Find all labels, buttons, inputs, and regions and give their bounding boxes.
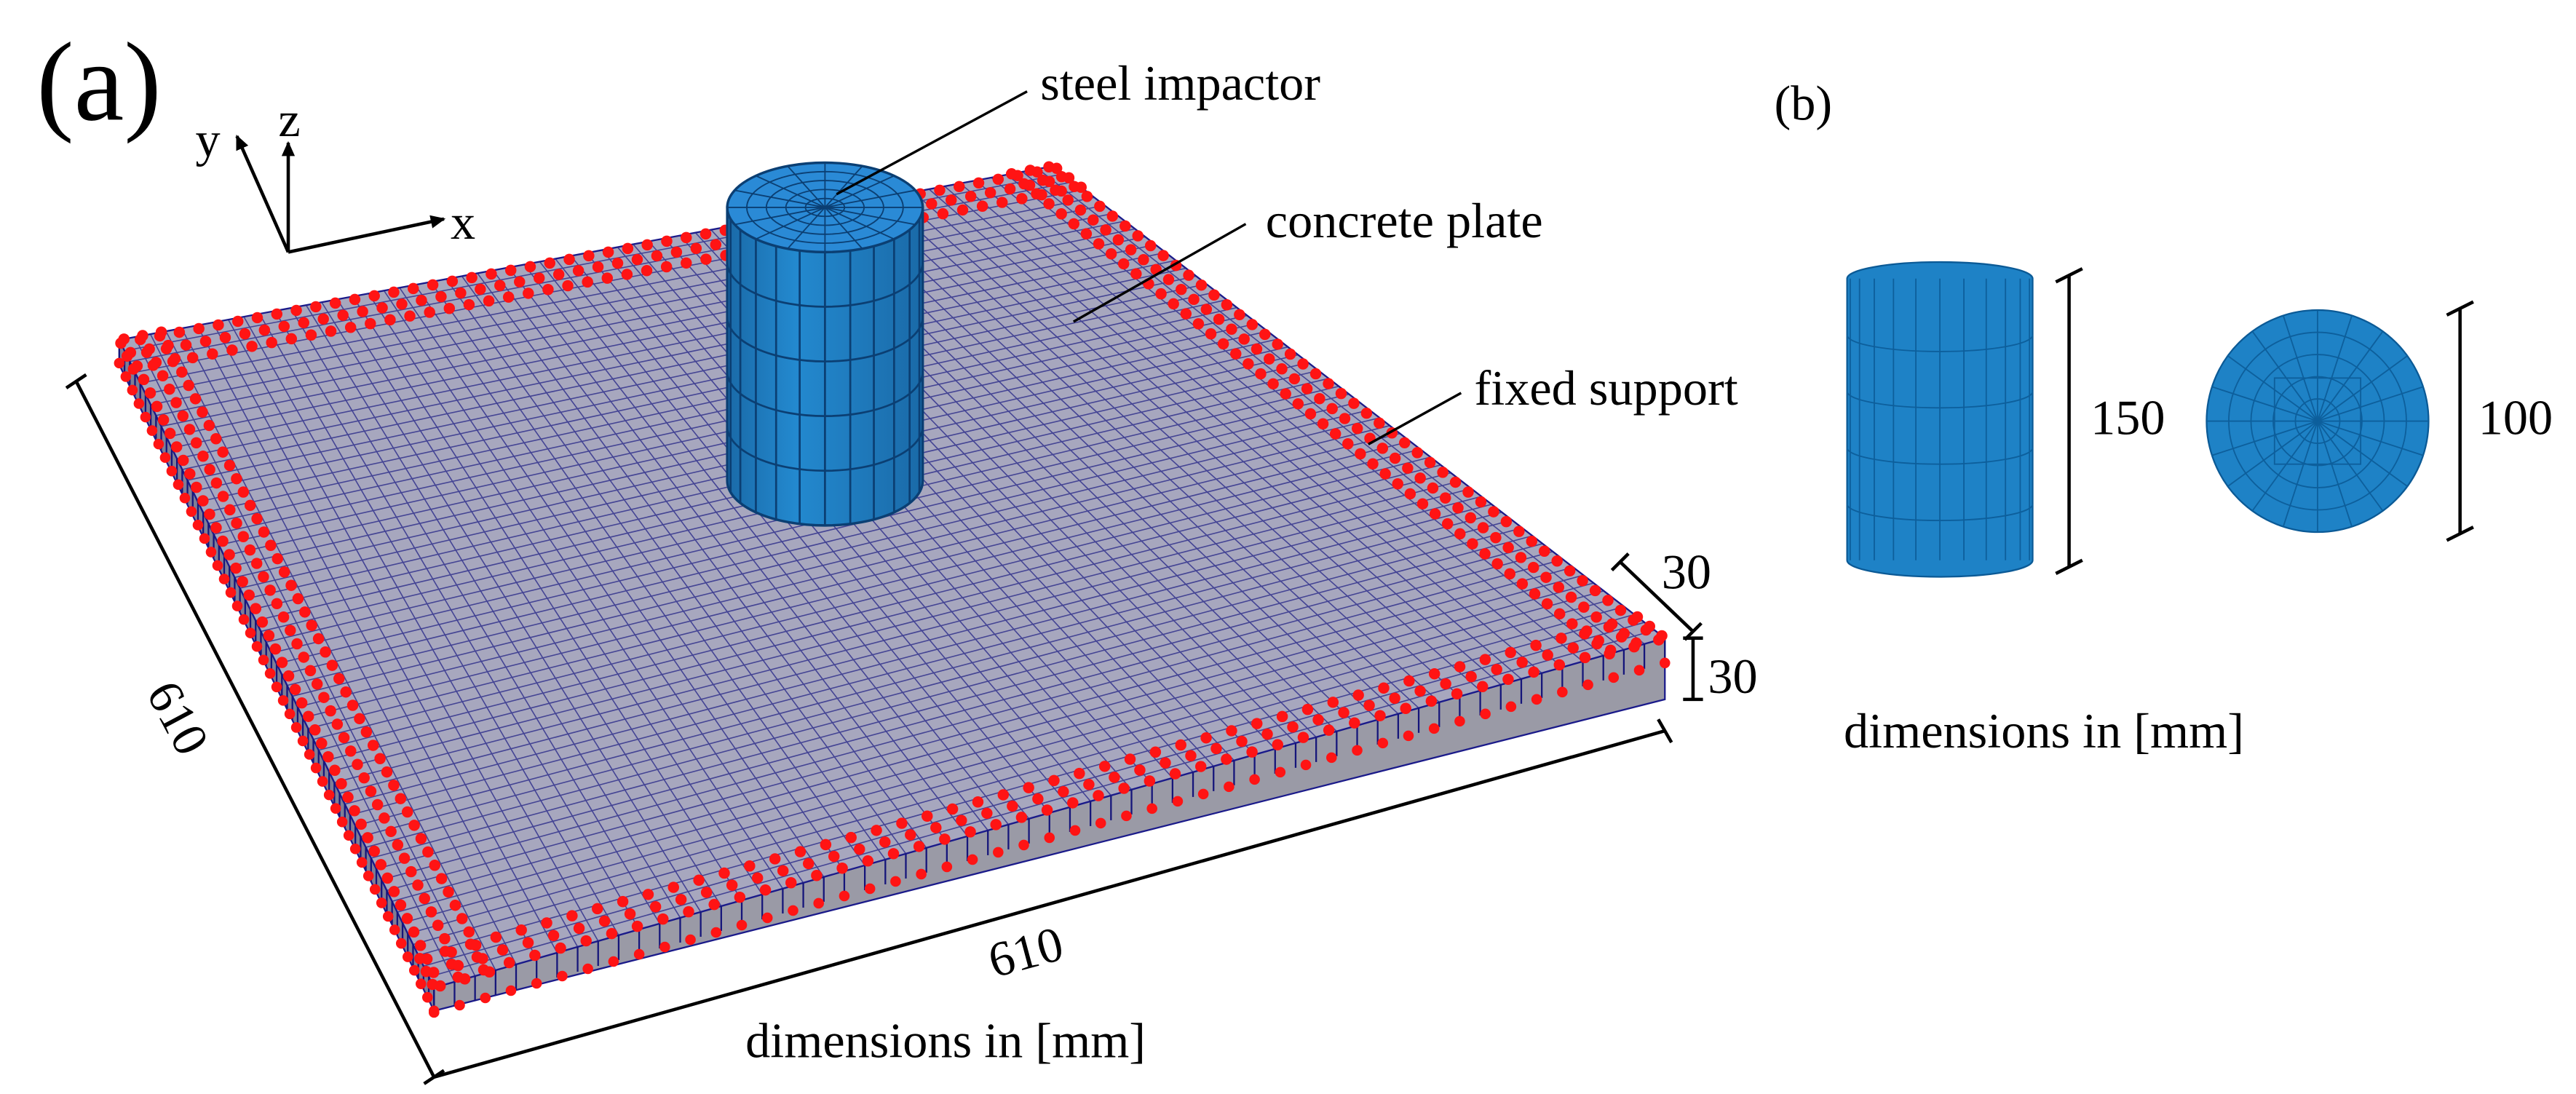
dim-thickness-30: 30 <box>1708 649 1757 704</box>
units-note-b: dimensions in [mm] <box>1844 703 2244 758</box>
leader-impactor <box>836 90 1028 196</box>
dimension-lines-b <box>2055 267 2474 575</box>
dim-left-610-line <box>74 380 436 1078</box>
axis-x-arrow <box>288 215 446 254</box>
fixed-support-dots <box>114 161 1671 1018</box>
leader-support <box>1368 392 1462 445</box>
dim-front-610: 610 <box>983 916 1069 988</box>
axis-z-label: z <box>278 92 300 147</box>
dim-150: 150 <box>2090 390 2165 445</box>
impactor-annotation: steel impactor <box>1040 55 1320 111</box>
axis-y-arrow <box>235 134 290 253</box>
units-note-a: dimensions in [mm] <box>745 1012 1146 1068</box>
dim-100: 100 <box>2478 390 2553 445</box>
panel-a-label: (a) <box>36 20 162 144</box>
leader-lines <box>836 90 1462 445</box>
steel-impactor <box>726 161 924 527</box>
axis-y-label: y <box>196 111 221 167</box>
impactor-top-view <box>2206 309 2430 534</box>
dim-left-610: 610 <box>136 672 220 764</box>
impactor-mesh <box>726 218 924 527</box>
plate-annotation: concrete plate <box>1266 193 1543 248</box>
dimension-lines-a <box>65 373 1703 1085</box>
impactor-top-mesh <box>727 162 923 253</box>
impactor-side-view <box>1846 261 2034 578</box>
dim-border-30-line <box>1619 560 1695 633</box>
top-view-mesh <box>2206 310 2429 533</box>
leader-plate <box>1072 223 1247 323</box>
side-view-mesh <box>1846 278 2034 560</box>
support-annotation: fixed support <box>1475 360 1738 416</box>
dim-front-610-line <box>433 729 1665 1079</box>
coordinate-axes <box>235 134 446 254</box>
axis-x-label: x <box>451 194 475 250</box>
panel-b-label: (b) <box>1774 75 1832 130</box>
plate-side-mesh <box>118 340 1666 1013</box>
dim-border-30: 30 <box>1662 544 1711 599</box>
